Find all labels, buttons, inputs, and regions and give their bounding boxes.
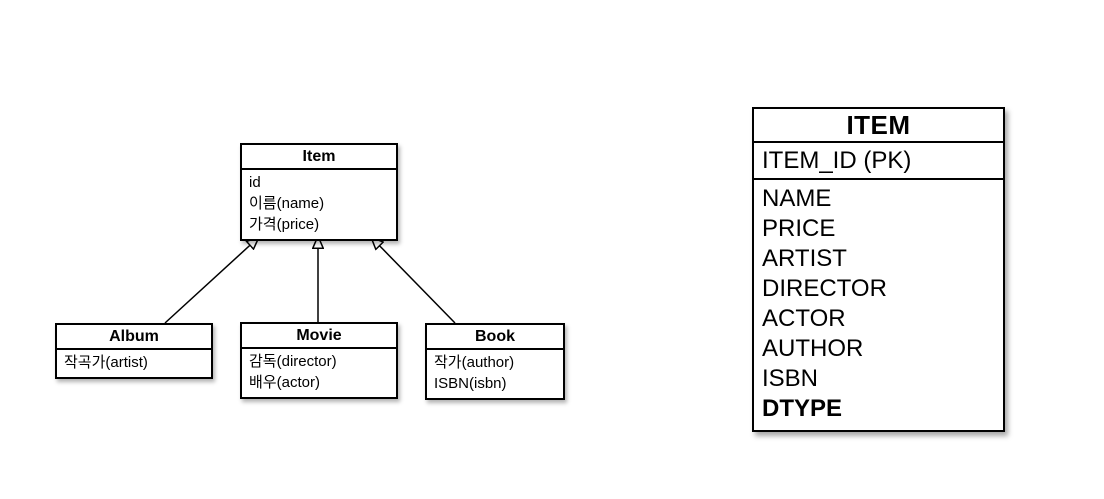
table-column-name: NAME (762, 185, 832, 212)
attribute-artist: 작곡가(artist) (64, 354, 148, 371)
table-column-author: AUTHOR (762, 335, 864, 362)
attribute-id: id (249, 174, 261, 191)
class-attributes-movie: 감독(director) 배우(actor) (242, 349, 396, 397)
class-box-book: Book 작가(author) ISBN(isbn) (425, 323, 565, 400)
attribute-isbn: ISBN(isbn) (434, 375, 507, 392)
attribute-price: 가격(price) (249, 216, 320, 233)
class-title-item: Item (242, 145, 396, 170)
attribute-author: 작가(author) (434, 354, 515, 371)
class-title-album: Album (57, 325, 211, 350)
arrow-album-to-item (164, 237, 259, 324)
table-pk-row: ITEM_ID (PK) (754, 143, 1003, 180)
table-column-director: DIRECTOR (762, 275, 887, 302)
table-title: ITEM (754, 109, 1003, 143)
table-column-dtype: DTYPE (762, 395, 843, 422)
attribute-director: 감독(director) (249, 353, 337, 370)
class-box-album: Album 작곡가(artist) (55, 323, 213, 379)
class-box-movie: Movie 감독(director) 배우(actor) (240, 322, 398, 399)
attribute-name: 이름(name) (249, 195, 325, 212)
table-column-artist: ARTIST (762, 245, 847, 272)
arrow-book-to-item (371, 237, 456, 324)
table-column-isbn: ISBN (762, 365, 819, 392)
class-attributes-album: 작곡가(artist) (57, 350, 211, 377)
class-attributes-book: 작가(author) ISBN(isbn) (427, 350, 563, 398)
class-attributes-item: id 이름(name) 가격(price) (242, 170, 396, 239)
attribute-actor: 배우(actor) (249, 374, 320, 391)
item-table: ITEM ITEM_ID (PK) NAME PRICE ARTIST DIRE… (752, 107, 1005, 432)
class-box-item: Item id 이름(name) 가격(price) (240, 143, 398, 241)
table-column-price: PRICE (762, 215, 836, 242)
table-column-actor: ACTOR (762, 305, 846, 332)
class-title-movie: Movie (242, 324, 396, 349)
table-columns: NAME PRICE ARTIST DIRECTOR ACTOR AUTHOR … (754, 180, 1003, 430)
class-title-book: Book (427, 325, 563, 350)
